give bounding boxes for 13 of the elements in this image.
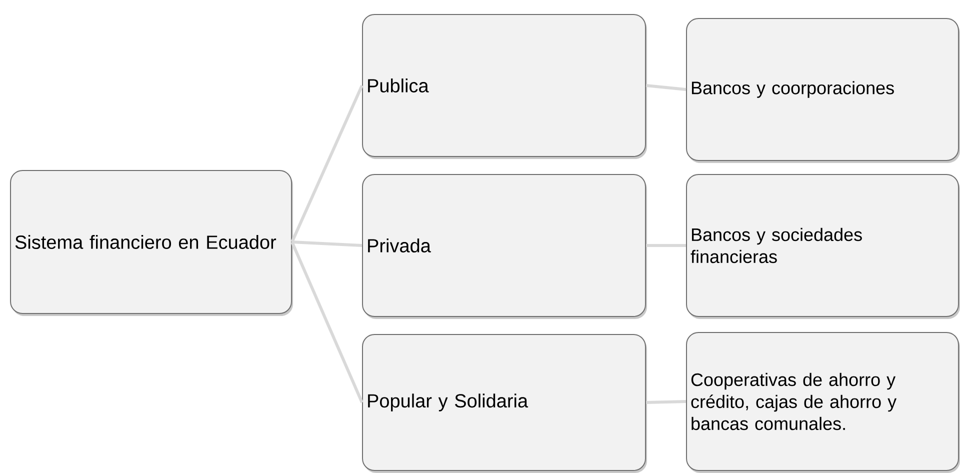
box: Privada [362, 174, 647, 319]
box: Bancos y coorporaciones [686, 18, 960, 163]
connector-line [646, 400, 686, 404]
box: Publica [362, 14, 647, 159]
connector-line [290, 84, 364, 243]
box: Cooperativas de ahorro y crédito, cajas de ahorro y bancas comunales. [686, 332, 960, 473]
box: Popular y Solidaria [362, 334, 647, 473]
connector-line [646, 244, 686, 247]
box: Bancos y sociedades financieras [686, 174, 960, 319]
connector-line [646, 84, 686, 91]
box: Sistema financiero en Ecuador [10, 170, 293, 316]
connector-line [290, 241, 364, 404]
connector-line [292, 240, 362, 247]
